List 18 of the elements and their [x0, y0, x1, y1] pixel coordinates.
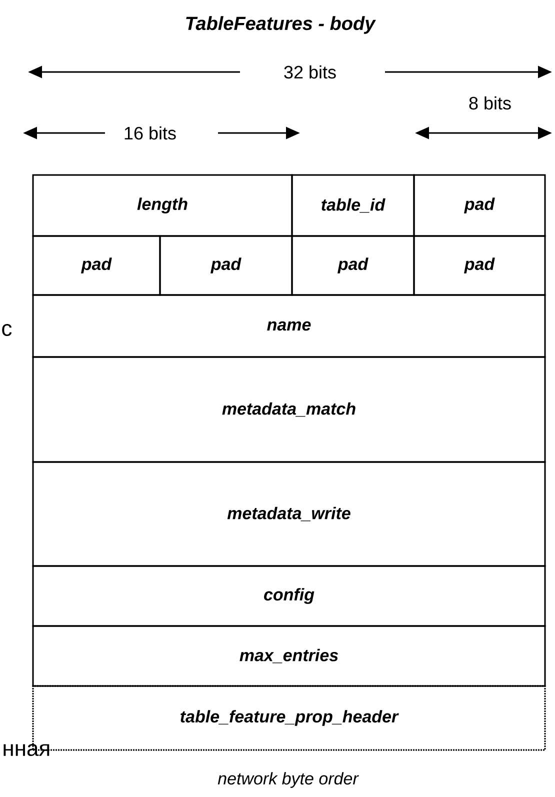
- field-cell: pad: [413, 174, 546, 237]
- title: TableFeatures - body: [186, 16, 376, 34]
- field-cell: pad: [413, 235, 546, 296]
- field-cell: pad: [291, 235, 415, 296]
- dimension-label: 32 bits: [284, 65, 336, 79]
- field-cell: pad: [159, 235, 293, 296]
- caption: network byte order: [218, 772, 359, 788]
- text-fragment: с: [2, 324, 12, 336]
- field-cell: name: [32, 294, 546, 358]
- field-cell: metadata_match: [32, 356, 546, 463]
- field-cell: pad: [32, 235, 161, 296]
- dimension-label: 8 bits: [469, 96, 511, 110]
- field-cell: metadata_write: [32, 461, 546, 567]
- field-cell: config: [32, 565, 546, 627]
- field-cell: length: [32, 174, 293, 237]
- dimension-label: 16 bits: [124, 126, 176, 140]
- field-cell: table_id: [291, 174, 415, 237]
- field-cell: max_entries: [32, 625, 546, 687]
